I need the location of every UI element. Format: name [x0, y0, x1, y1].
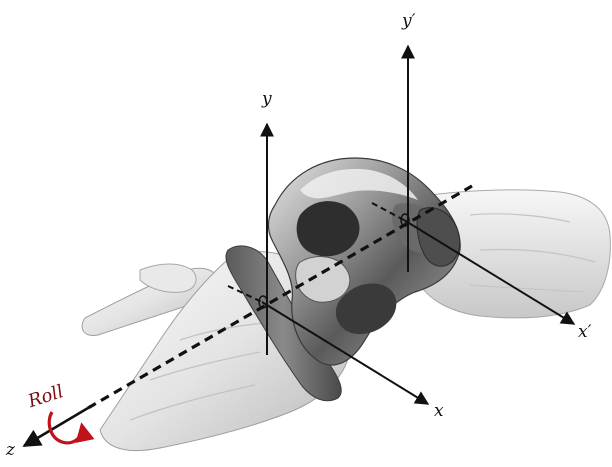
label-x: x: [434, 401, 444, 421]
label-z: z: [5, 440, 16, 460]
label-roll: Roll: [25, 381, 67, 412]
knee-illustration: [82, 158, 610, 451]
label-x-prime: x′: [578, 322, 592, 342]
label-y: y: [261, 89, 272, 109]
label-y-prime: y′: [401, 11, 416, 31]
